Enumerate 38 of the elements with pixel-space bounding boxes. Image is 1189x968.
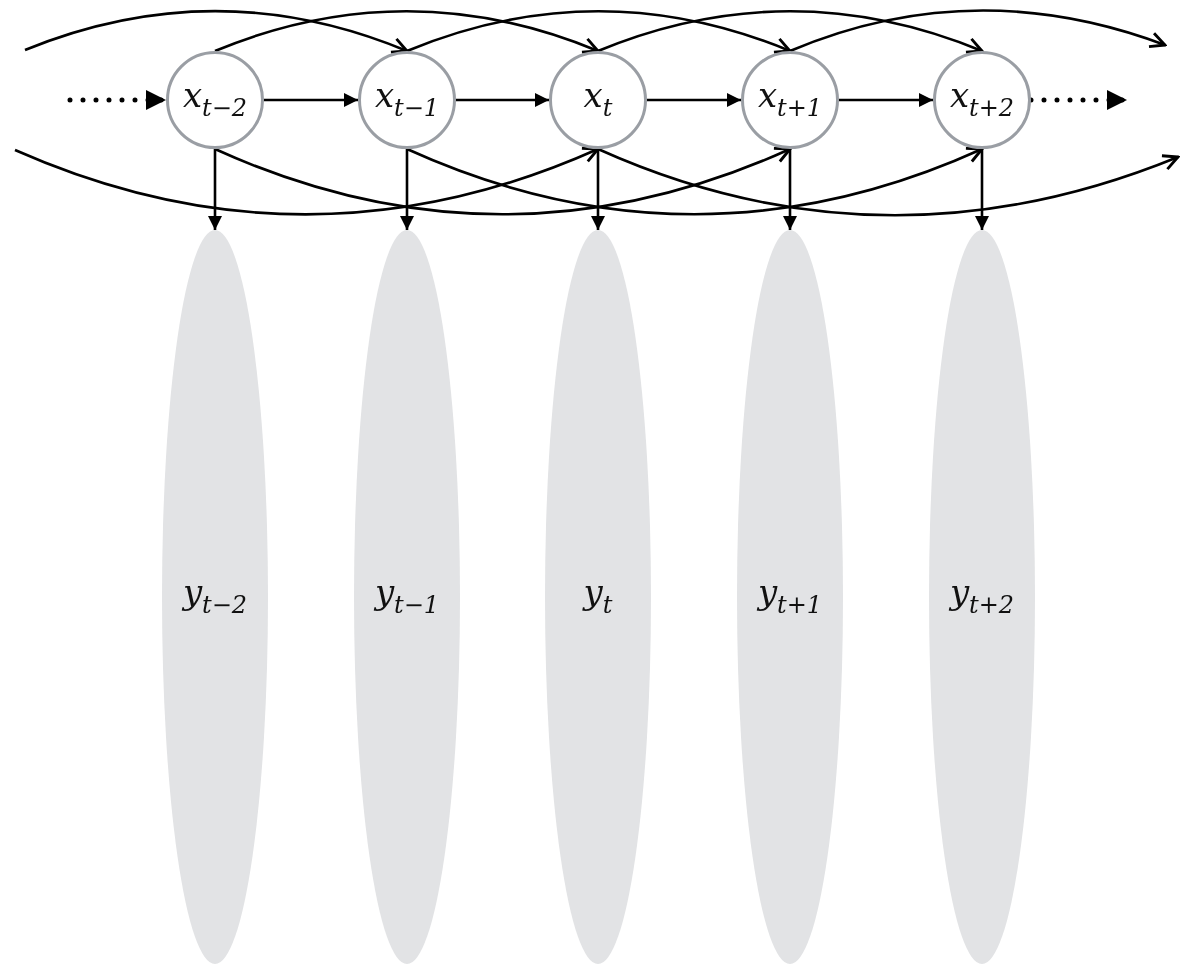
arrow: [839, 93, 933, 107]
curved-arrow: [789, 9, 1167, 53]
variable-label: y$_{t−1}$: [373, 575, 441, 617]
curved-arrow: [406, 146, 984, 216]
arrow: [208, 149, 222, 230]
state-circle: [166, 51, 264, 149]
curved-arrow: [214, 146, 792, 216]
curved-arrow: [14, 146, 600, 216]
variable-label: y$_{t+2}$: [948, 575, 1016, 617]
state-circle: [933, 51, 1031, 149]
arrow: [400, 149, 414, 230]
variable-label: x$_{t+2}$: [948, 78, 1016, 120]
state-circle: [358, 51, 456, 149]
arrow: [591, 149, 605, 230]
observation-ellipse: [354, 230, 460, 964]
curved-arrow: [406, 10, 792, 55]
variable-label: y$_{t}$: [581, 575, 614, 617]
observation-ellipse: [162, 230, 268, 964]
arrow: [975, 149, 989, 230]
curved-arrow: [24, 9, 409, 55]
arrow: [264, 93, 358, 107]
variable-label: x$_{t−2}$: [181, 78, 249, 120]
arrow: [647, 93, 741, 107]
observation-ellipse: [929, 230, 1035, 964]
observation-ellipse: [737, 230, 843, 964]
observation-ellipse: [545, 230, 651, 964]
arrow: [456, 93, 549, 107]
variable-label: x$_{t}$: [582, 78, 614, 120]
state-circle: [549, 51, 647, 149]
state-circle: [741, 51, 839, 149]
curved-arrow: [597, 147, 1180, 217]
curved-arrow: [214, 10, 600, 55]
variable-label: x$_{t−1}$: [373, 78, 441, 120]
curved-arrow: [597, 10, 984, 55]
variable-label: y$_{t−2}$: [181, 575, 249, 617]
arrow: [783, 149, 797, 230]
variable-label: x$_{t+1}$: [756, 78, 824, 120]
variable-label: y$_{t+1}$: [756, 575, 824, 617]
